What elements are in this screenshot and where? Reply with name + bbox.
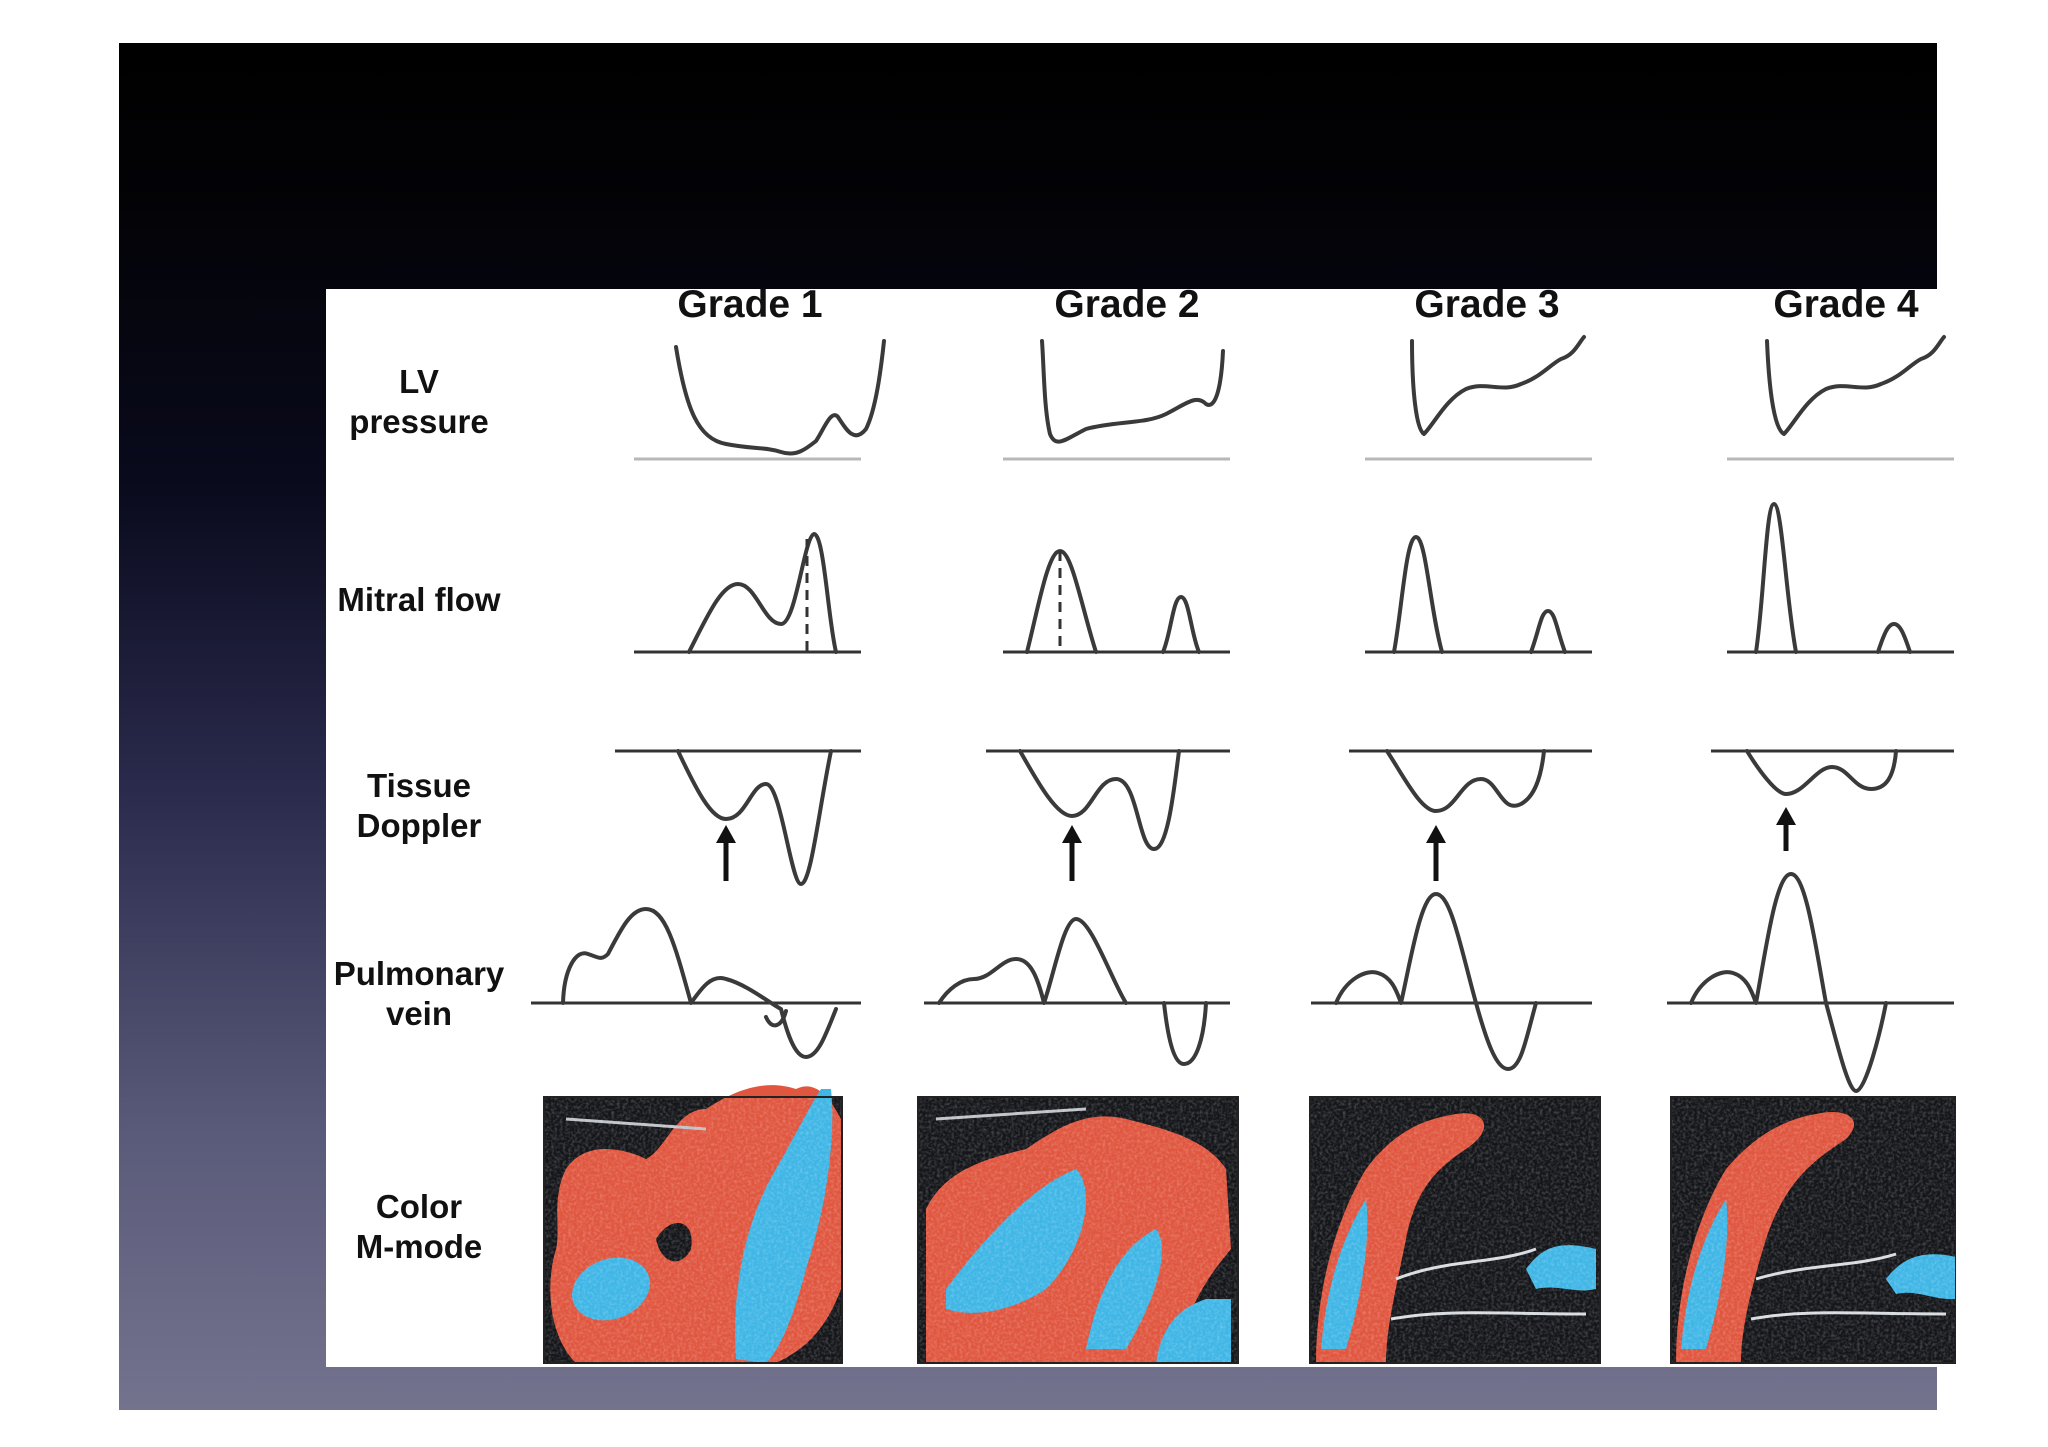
tissue-doppler-trace-g3 [1385,749,1546,813]
row-label-lv-pressure-line1: LV [399,363,439,400]
up-arrow-icon [1776,807,1796,825]
color-mmode-image-g3 [1309,1096,1601,1364]
tissue-doppler-trace-g1 [676,749,833,886]
lv-pressure-trace-g2 [1040,339,1225,444]
mitral-flow-trace-g1 [687,532,838,654]
grade-2-header: Grade 2 [1054,289,1199,326]
row-label-color-mmode-line2: M-mode [356,1228,483,1265]
tissue-doppler-traces [615,749,1954,886]
grade-4-header: Grade 4 [1773,289,1919,326]
row-label-pulmonary-vein-line2: vein [386,995,452,1032]
pulmonary-vein-trace-g2 [937,917,1208,1066]
tissue-doppler-trace-g2 [1018,749,1181,851]
mitral-flow-trace-g3 [1392,535,1567,654]
row-label-color-mmode-line1: Color [376,1188,462,1225]
lv-pressure-trace-g1 [674,339,886,456]
pulmonary-vein-trace-g1 [561,907,838,1059]
lv-pressure-trace-g3 [1410,335,1586,436]
up-arrow-icon [1062,825,1082,843]
up-arrow-icon [716,825,736,843]
grade-3-header: Grade 3 [1414,289,1559,326]
color-mmode-image-g2 [917,1096,1239,1364]
row-label-pulmonary-vein-line1: Pulmonary [334,955,505,992]
diastolic-function-figure: Grade 1 Grade 2 Grade 3 Grade 4 LV press… [334,289,1956,1364]
lv-pressure-trace-g4 [1765,335,1946,436]
pulmonary-vein-trace-g3 [1334,892,1538,1071]
tissue-doppler-trace-g4 [1745,749,1898,796]
slide-background: Grade 1 Grade 2 Grade 3 Grade 4 LV press… [119,43,1956,1410]
color-mmode-image-g4 [1670,1096,1956,1364]
mitral-flow-traces [634,502,1954,654]
row-label-mitral-flow: Mitral flow [337,581,500,618]
row-label-tissue-doppler-line2: Doppler [357,807,482,844]
row-label-tissue-doppler-line1: Tissue [367,767,471,804]
mitral-flow-trace-g4 [1754,502,1912,654]
row-label-lv-pressure-line2: pressure [349,403,488,440]
color-mmode-panels [543,1085,1956,1364]
figure-panel: Grade 1 Grade 2 Grade 3 Grade 4 LV press… [326,289,1956,1367]
grade-1-header: Grade 1 [677,289,822,326]
up-arrow-icon [1426,825,1446,843]
color-mmode-image-g1 [543,1085,843,1364]
lv-pressure-traces [634,335,1954,461]
pulmonary-vein-traces [531,872,1954,1093]
pulmonary-vein-trace-g4 [1689,872,1888,1093]
mitral-flow-trace-g2 [1025,549,1201,654]
